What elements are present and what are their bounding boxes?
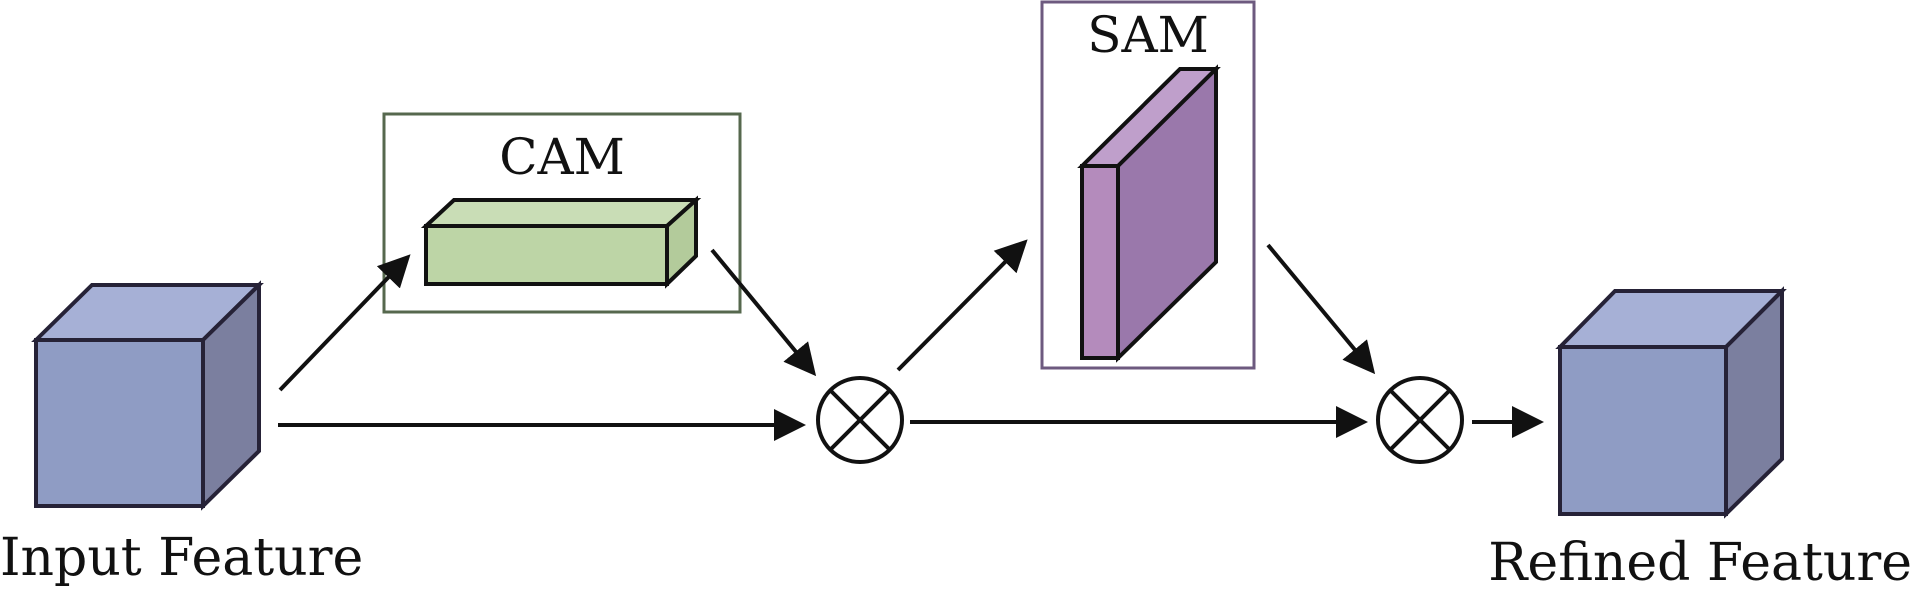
arrow-input-to-cam: [278, 254, 411, 392]
refined-feature-cube: [1555, 286, 1787, 519]
cam-label: CAM: [499, 128, 625, 186]
sam-module: SAM: [1040, 0, 1256, 370]
cam-module: CAM: [382, 112, 742, 314]
arrow-multiply-1-to-sam: [896, 239, 1028, 372]
multiply-operator-1: [816, 376, 904, 464]
multiply-operator-2: [1376, 376, 1464, 464]
cam-block-front: [424, 224, 669, 286]
arrow-sam-to-multiply-2: [1266, 243, 1376, 375]
sam-label: SAM: [1087, 6, 1209, 64]
arrow-cam-to-multiply-1: [710, 248, 817, 377]
cam-block-top: [420, 198, 702, 228]
sam-block-front: [1080, 164, 1120, 360]
refined-feature-label: Refined Feature: [1488, 533, 1912, 593]
input-feature-cube: [31, 280, 264, 511]
input-feature-label: Input Feature: [0, 528, 363, 588]
refined-cube-front: [1558, 345, 1728, 516]
input-cube-front: [34, 338, 205, 508]
